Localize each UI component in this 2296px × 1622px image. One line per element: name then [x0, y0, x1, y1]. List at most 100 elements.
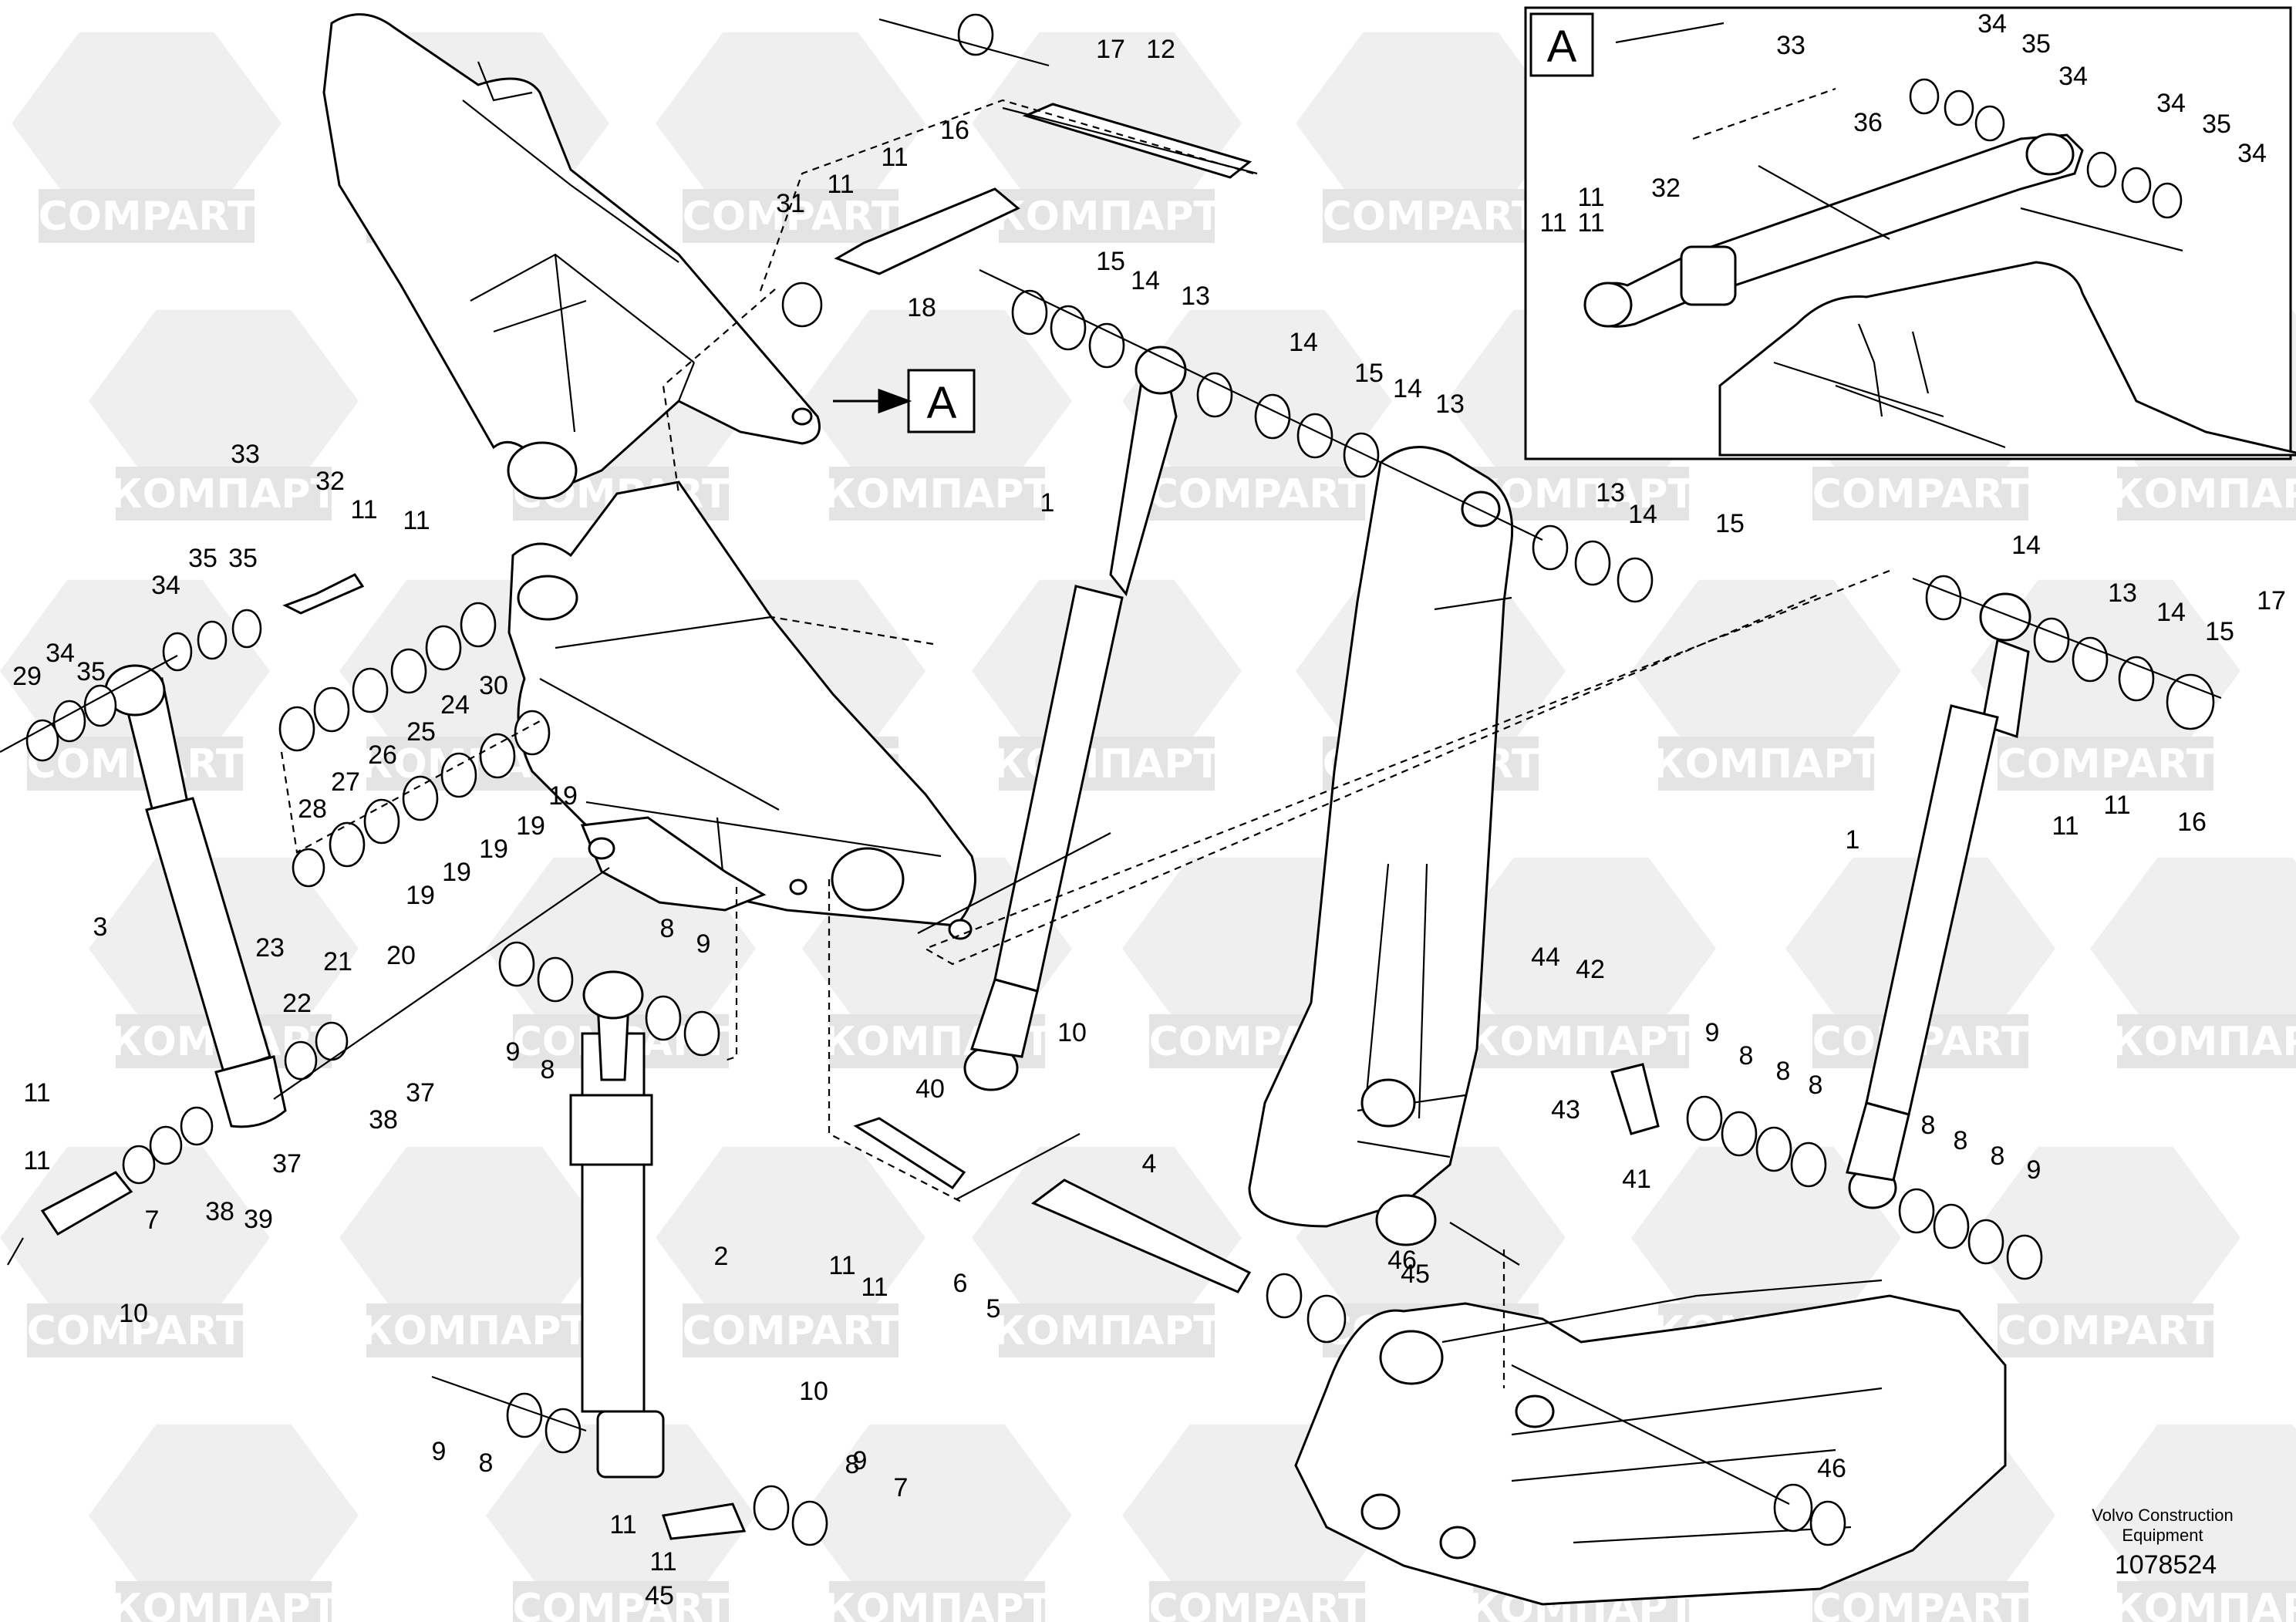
watermark-text: COMPART [1323, 194, 1539, 240]
watermark-hexagon [1631, 1146, 1901, 1330]
callout-number: 7 [894, 1473, 909, 1502]
callout-number: 11 [861, 1273, 888, 1302]
watermark-band [39, 189, 255, 243]
watermark-tile: КОМПАРТ [2090, 1424, 2296, 1622]
watermark-text: COMPART [39, 194, 255, 240]
inset-callout-number: 35 [2202, 110, 2231, 139]
watermark-text: COMPART [1812, 1586, 2029, 1622]
watermark-band [683, 1303, 899, 1357]
watermark-hexagon [1631, 579, 1901, 763]
watermark-text: COMPART [1998, 741, 2214, 787]
watermark-text: КОМПАРТ [2111, 1586, 2296, 1622]
washers [25, 13, 2215, 1546]
callout-number: 1 [1846, 825, 1860, 855]
watermark-hexagon [486, 1424, 756, 1607]
watermark-band [2117, 467, 2296, 521]
watermark-band [1658, 737, 1874, 791]
center-lines [0, 18, 2222, 1505]
callout-number: 11 [23, 1078, 50, 1108]
callout-number: 42 [1576, 955, 1605, 984]
watermark-band [999, 1303, 1215, 1357]
watermark-hexagon [339, 1146, 609, 1330]
cylinder-2 [569, 970, 665, 1479]
callout-number: 19 [548, 781, 578, 811]
line-art [0, 6, 2296, 1606]
watermark-text: COMPART [1149, 471, 1366, 518]
callout-number: 39 [244, 1205, 273, 1234]
dashed-references [280, 87, 1890, 1388]
callout-number: 8 [541, 1055, 555, 1084]
callout-number: 15 [1096, 247, 1125, 276]
callout-number: 11 [881, 143, 908, 172]
callout-number: 35 [76, 657, 106, 686]
callout-number: 28 [298, 794, 327, 824]
watermark-text: КОМПАРТ [2111, 471, 2296, 518]
watermark-text: КОМПАРТ [823, 1586, 1051, 1622]
callout-number: 31 [776, 189, 805, 218]
callout-number: 9 [696, 929, 711, 959]
watermark-hexagon [802, 1424, 1072, 1607]
callout-number: 15 [1715, 509, 1745, 538]
watermark-text: КОМПАРТ [1467, 1019, 1695, 1065]
callout-number: 10 [799, 1377, 828, 1406]
callout-number: 8 [1991, 1141, 2005, 1171]
watermark-band [366, 1303, 582, 1357]
watermark-text: КОМПАРТ [993, 194, 1221, 240]
watermark-band [1473, 1014, 1689, 1068]
callout-number: 13 [1596, 478, 1625, 508]
callout-number: 8 [1921, 1111, 1936, 1140]
callout-number: 17 [2257, 586, 2286, 615]
callout-number: 14 [1628, 500, 1657, 529]
callout-number: 3 [93, 912, 108, 942]
callout-number: 43 [1551, 1095, 1580, 1125]
watermark-text: КОМПАРТ [110, 1586, 338, 1622]
watermark-band [1812, 467, 2028, 521]
callout-number: 44 [1531, 943, 1560, 972]
watermark-band [513, 1581, 729, 1622]
inset-art [1583, 133, 2296, 457]
watermark-text: COMPART [513, 1586, 730, 1622]
callout-number: 8 [660, 914, 675, 943]
watermark-text: КОМПАРТ [993, 1308, 1221, 1354]
watermark-hexagon [89, 309, 359, 493]
callout-number: 46 [1817, 1454, 1846, 1483]
callout-number: 29 [12, 662, 42, 691]
watermark-band [1998, 1303, 2213, 1357]
watermark-tile: КОМПАРТ [802, 1424, 1072, 1622]
drawing-number: 1078524 [2115, 1550, 2217, 1580]
inset-callout-number: 34 [2156, 89, 2186, 118]
watermark-text: COMPART [1998, 1308, 2214, 1354]
callout-number: 11 [649, 1547, 676, 1576]
callout-number: 11 [23, 1146, 50, 1175]
right-boom-part [1248, 446, 1514, 1246]
callout-number: 11 [403, 506, 430, 535]
pins [40, 103, 1660, 1540]
callout-number: 16 [2177, 808, 2207, 837]
watermark-band [1149, 467, 1365, 521]
watermark-hexagon [1446, 857, 1716, 1040]
inset-callout-number: 34 [2058, 62, 2088, 91]
callout-number: 8 [1954, 1126, 1968, 1155]
watermark-hexagon [656, 32, 925, 215]
watermark-hexagon [2090, 857, 2296, 1040]
callout-number: 15 [2205, 617, 2234, 646]
callout-number: 25 [406, 717, 436, 747]
callout-number: 1 [1040, 488, 1055, 518]
callout-number: 24 [440, 690, 470, 720]
detail-a-box [907, 369, 976, 433]
callout-number: 19 [406, 881, 435, 910]
callout-number: 8 [845, 1450, 860, 1479]
watermark-tile: КОМПАРТ [1446, 857, 1716, 1068]
watermark-hexagon [972, 1146, 1242, 1330]
watermark-hexagon [2090, 1424, 2296, 1607]
inset-callout-number: 11 [1577, 208, 1604, 238]
manufacturer-line-2: Equipment [2122, 1526, 2203, 1545]
callout-number: 37 [272, 1149, 302, 1179]
watermark-text: КОМПАРТ [110, 471, 338, 518]
callout-number: 35 [188, 544, 217, 573]
watermark-tile: COMPART [486, 1424, 756, 1622]
watermark-band [1323, 189, 1539, 243]
watermark-hexagon [12, 32, 282, 215]
watermark-band [999, 189, 1215, 243]
base-frame-part [1294, 1279, 2007, 1606]
